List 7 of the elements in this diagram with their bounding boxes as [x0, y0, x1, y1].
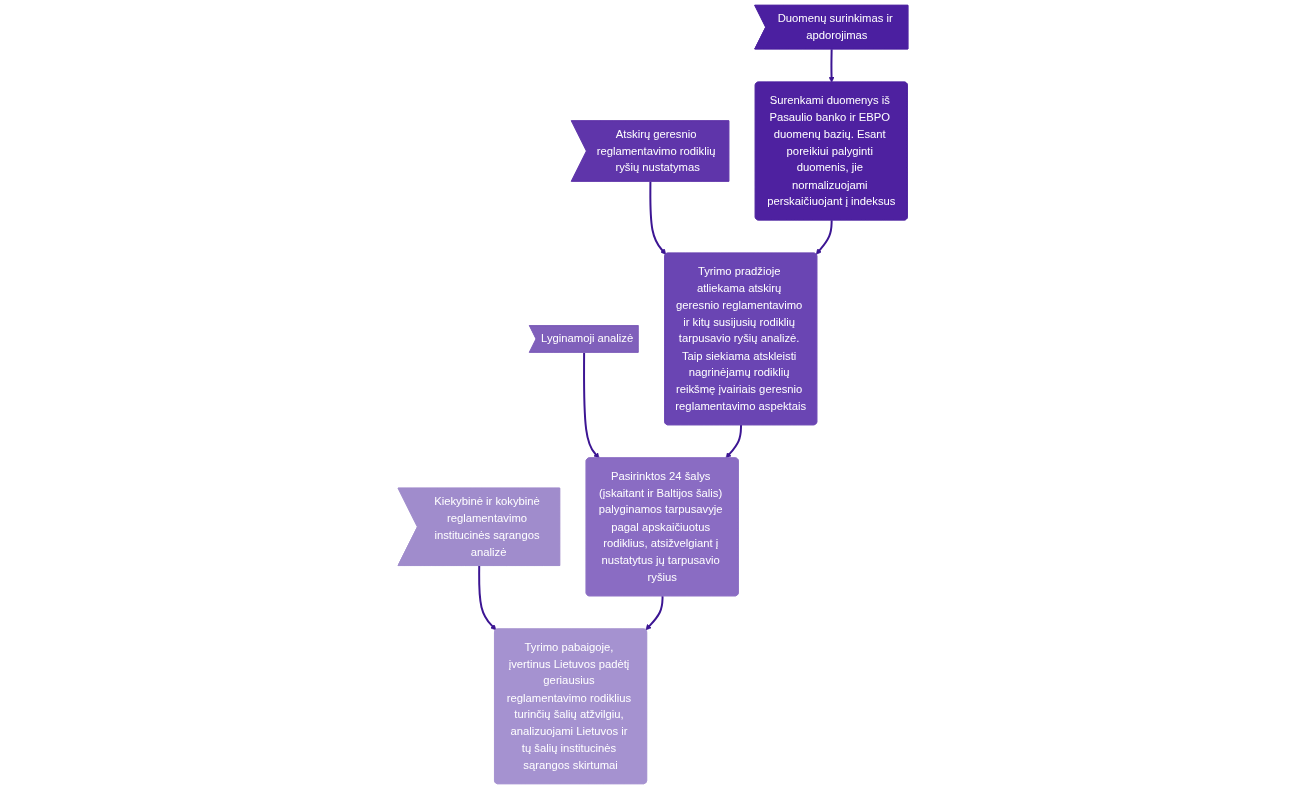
arrow — [649, 180, 667, 255]
arrow — [583, 351, 600, 459]
arrow — [645, 595, 664, 631]
arrow — [828, 48, 835, 83]
arrow — [478, 564, 497, 631]
arrow — [815, 219, 833, 255]
arrow — [725, 424, 743, 459]
